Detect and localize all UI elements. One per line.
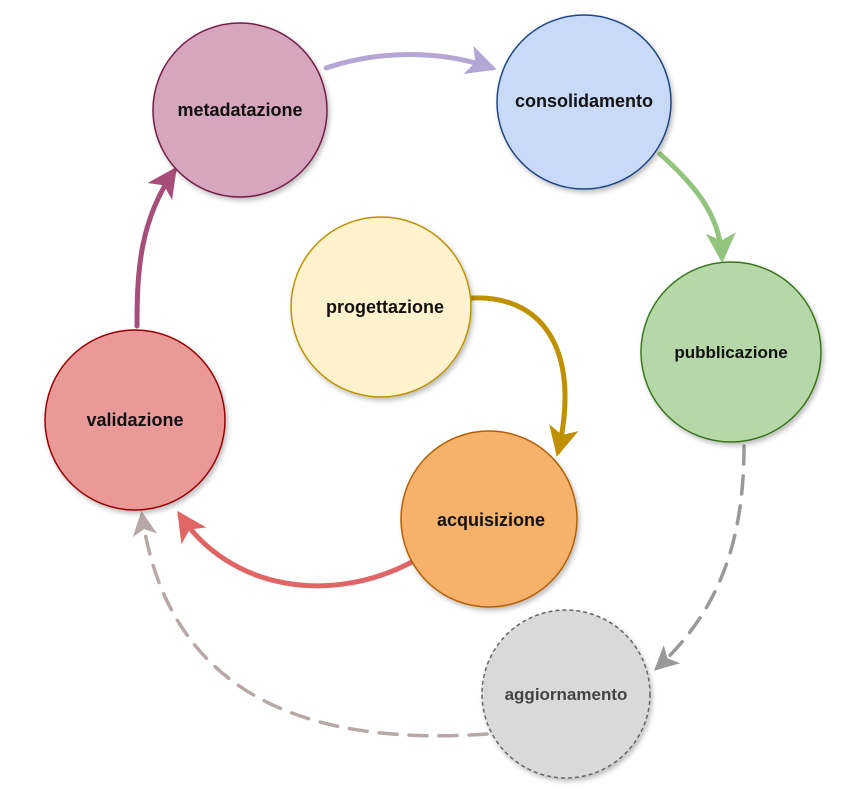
node-label-pubblicazione: pubblicazione <box>674 343 787 362</box>
node-label-metadatazione: metadatazione <box>177 100 302 120</box>
node-label-consolidamento: consolidamento <box>515 91 653 111</box>
edge-acquisizione-validazione <box>177 510 415 589</box>
node-label-validazione: validazione <box>86 410 183 430</box>
node-pubblicazione[interactable] <box>640 261 822 443</box>
edge-pubblicazione-aggiornamento <box>653 444 746 671</box>
node-validazione[interactable] <box>44 329 226 511</box>
node-metadatazione[interactable] <box>152 22 328 198</box>
edge-consolidamento-pubblicazione <box>657 151 736 263</box>
node-aggiornamento[interactable] <box>481 609 651 779</box>
node-progettazione[interactable] <box>290 216 472 398</box>
node-acquisizione[interactable] <box>400 430 578 608</box>
node-label-aggiornamento: aggiornamento <box>505 685 628 704</box>
node-label-acquisizione: acquisizione <box>437 510 545 530</box>
edge-metadatazione-consolidamento <box>323 45 497 75</box>
edge-validazione-metadatazione <box>134 166 177 329</box>
edge-progettazione-acquisizione <box>469 295 579 457</box>
edge-aggiornamento-validazione <box>132 510 489 738</box>
node-label-progettazione: progettazione <box>326 297 444 317</box>
node-consolidamento[interactable] <box>496 14 672 190</box>
